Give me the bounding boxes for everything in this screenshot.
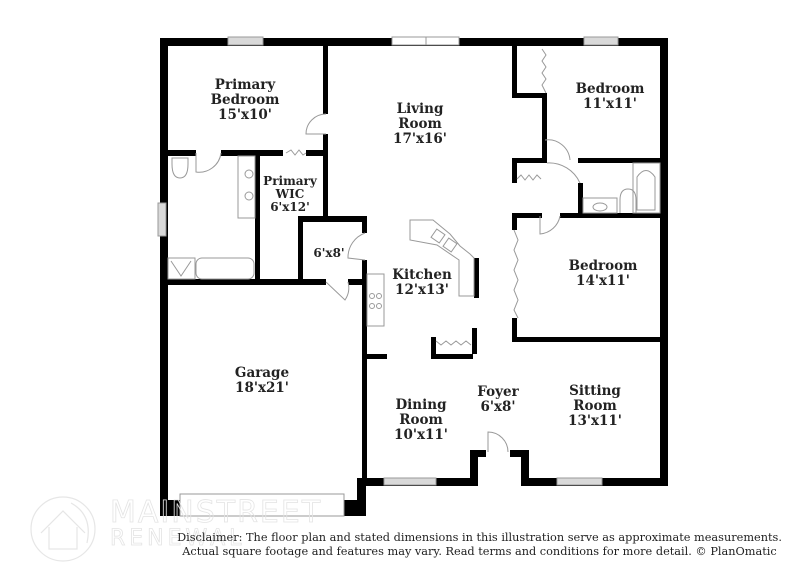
room-label-living-room: Living Room 17'x16' [393,102,447,147]
fixtures [167,155,661,327]
watermark-sub: RENEWAL [110,526,246,552]
room-name: Dining [395,397,447,413]
disclaimer: Disclaimer: The floor plan and stated di… [0,531,809,559]
room-dimensions: 6'x8' [480,399,516,415]
watermark-brand: MAINSTREET [110,495,323,531]
room-dimensions: 15'x10' [218,107,272,123]
room-name: Sitting [569,383,621,399]
room-dimensions: 14'x11' [576,273,630,289]
interior-walls [166,44,668,480]
disclaimer-line-1: Disclaimer: The floor plan and stated di… [177,531,782,544]
room-name: Room [573,398,617,414]
room-name: Primary [214,77,276,93]
room-name: Kitchen [392,267,452,283]
room-name: Room [399,412,443,428]
watermark: MAINSTREET RENEWAL [25,493,355,563]
room-name: Primary [263,174,317,188]
room-name: Living [396,101,444,117]
room-dimensions: 10'x11' [394,427,448,443]
room-label-foyer: Foyer 6'x8' [477,385,518,415]
room-label-dining-room: Dining Room 10'x11' [394,398,448,443]
windows [157,36,619,517]
room-dimensions: 18'x21' [235,380,289,396]
doors [195,48,581,453]
room-dimensions: 12'x13' [395,282,449,298]
room-name: WIC [275,187,305,201]
room-name: Foyer [477,384,519,400]
room-name: Bedroom [568,258,638,274]
room-name: Garage [234,365,290,381]
room-dimensions: 11'x11' [583,96,637,112]
room-label-garage: Garage 18'x21' [235,366,289,396]
room-dimensions: 17'x16' [393,131,447,147]
room-label-sitting-room: Sitting Room 13'x11' [568,384,622,429]
disclaimer-line-2: Actual square footage and features may v… [182,545,777,558]
room-label-bedroom-1: Bedroom 11'x11' [576,82,645,112]
room-label-primary-wic: Primary WIC 6'x12' [263,175,317,214]
room-name: Bedroom [210,92,280,108]
room-dimensions: 6'x8' [313,246,345,260]
room-label-utility: 6'x8' [313,246,344,261]
room-label-bedroom-2: Bedroom 14'x11' [569,259,638,289]
room-dimensions: 13'x11' [568,413,622,429]
house-circle-logo-icon [30,496,96,562]
room-label-kitchen: Kitchen 12'x13' [392,268,452,298]
room-label-primary-bedroom: Primary Bedroom 15'x10' [211,78,280,123]
room-name: Bedroom [575,81,645,97]
room-name: Room [398,116,442,132]
room-dimensions: 6'x12' [270,200,310,214]
